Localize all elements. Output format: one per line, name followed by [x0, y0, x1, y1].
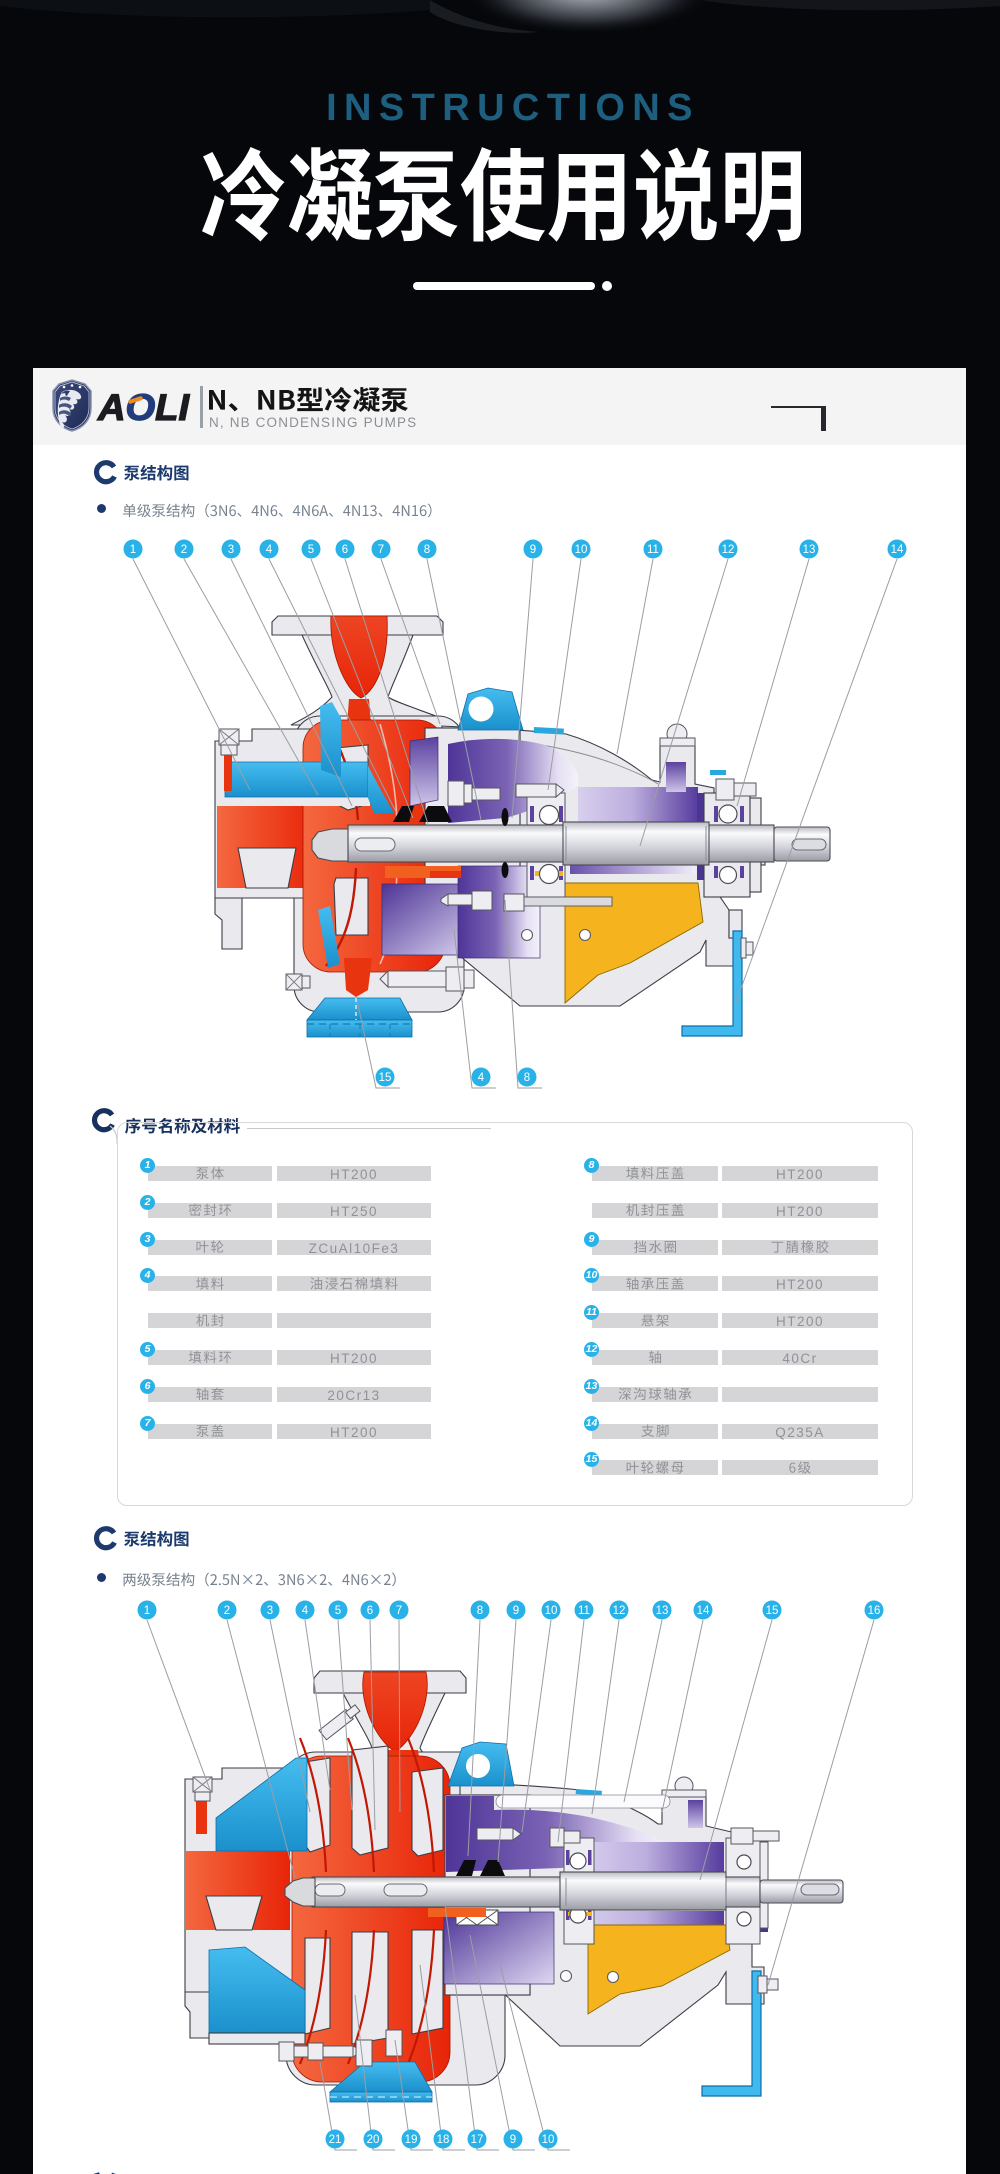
svg-text:6: 6	[342, 544, 348, 556]
svg-text:14: 14	[891, 544, 904, 556]
svg-text:12: 12	[722, 544, 735, 556]
svg-text:17: 17	[471, 2134, 484, 2146]
svg-text:2: 2	[181, 544, 187, 556]
svg-text:14: 14	[697, 1605, 710, 1617]
svg-text:3: 3	[228, 544, 234, 556]
svg-text:15: 15	[766, 1605, 779, 1617]
svg-text:6: 6	[367, 1605, 373, 1617]
svg-text:1: 1	[144, 1605, 150, 1617]
svg-text:13: 13	[656, 1605, 669, 1617]
svg-text:9: 9	[530, 544, 536, 556]
svg-text:3: 3	[267, 1605, 273, 1617]
svg-text:2: 2	[224, 1605, 230, 1617]
svg-text:13: 13	[803, 544, 816, 556]
svg-text:7: 7	[378, 544, 384, 556]
svg-text:9: 9	[510, 2134, 516, 2146]
svg-text:5: 5	[308, 544, 314, 556]
svg-text:21: 21	[329, 2134, 342, 2146]
svg-text:4: 4	[478, 1072, 485, 1084]
svg-text:4: 4	[302, 1605, 309, 1617]
svg-text:10: 10	[545, 1605, 558, 1617]
svg-text:11: 11	[578, 1605, 590, 1617]
svg-text:18: 18	[437, 2134, 450, 2146]
svg-text:12: 12	[613, 1605, 626, 1617]
svg-text:8: 8	[524, 1072, 530, 1084]
svg-text:11: 11	[647, 544, 659, 556]
svg-text:19: 19	[405, 2134, 418, 2146]
svg-text:5: 5	[335, 1605, 341, 1617]
svg-text:7: 7	[396, 1605, 402, 1617]
svg-text:15: 15	[379, 1072, 392, 1084]
svg-text:4: 4	[266, 544, 273, 556]
svg-text:20: 20	[367, 2134, 380, 2146]
svg-text:10: 10	[575, 544, 588, 556]
svg-text:1: 1	[130, 544, 136, 556]
svg-text:8: 8	[424, 544, 430, 556]
svg-text:9: 9	[513, 1605, 519, 1617]
svg-text:8: 8	[477, 1605, 483, 1617]
svg-text:16: 16	[868, 1605, 881, 1617]
svg-text:10: 10	[542, 2134, 555, 2146]
